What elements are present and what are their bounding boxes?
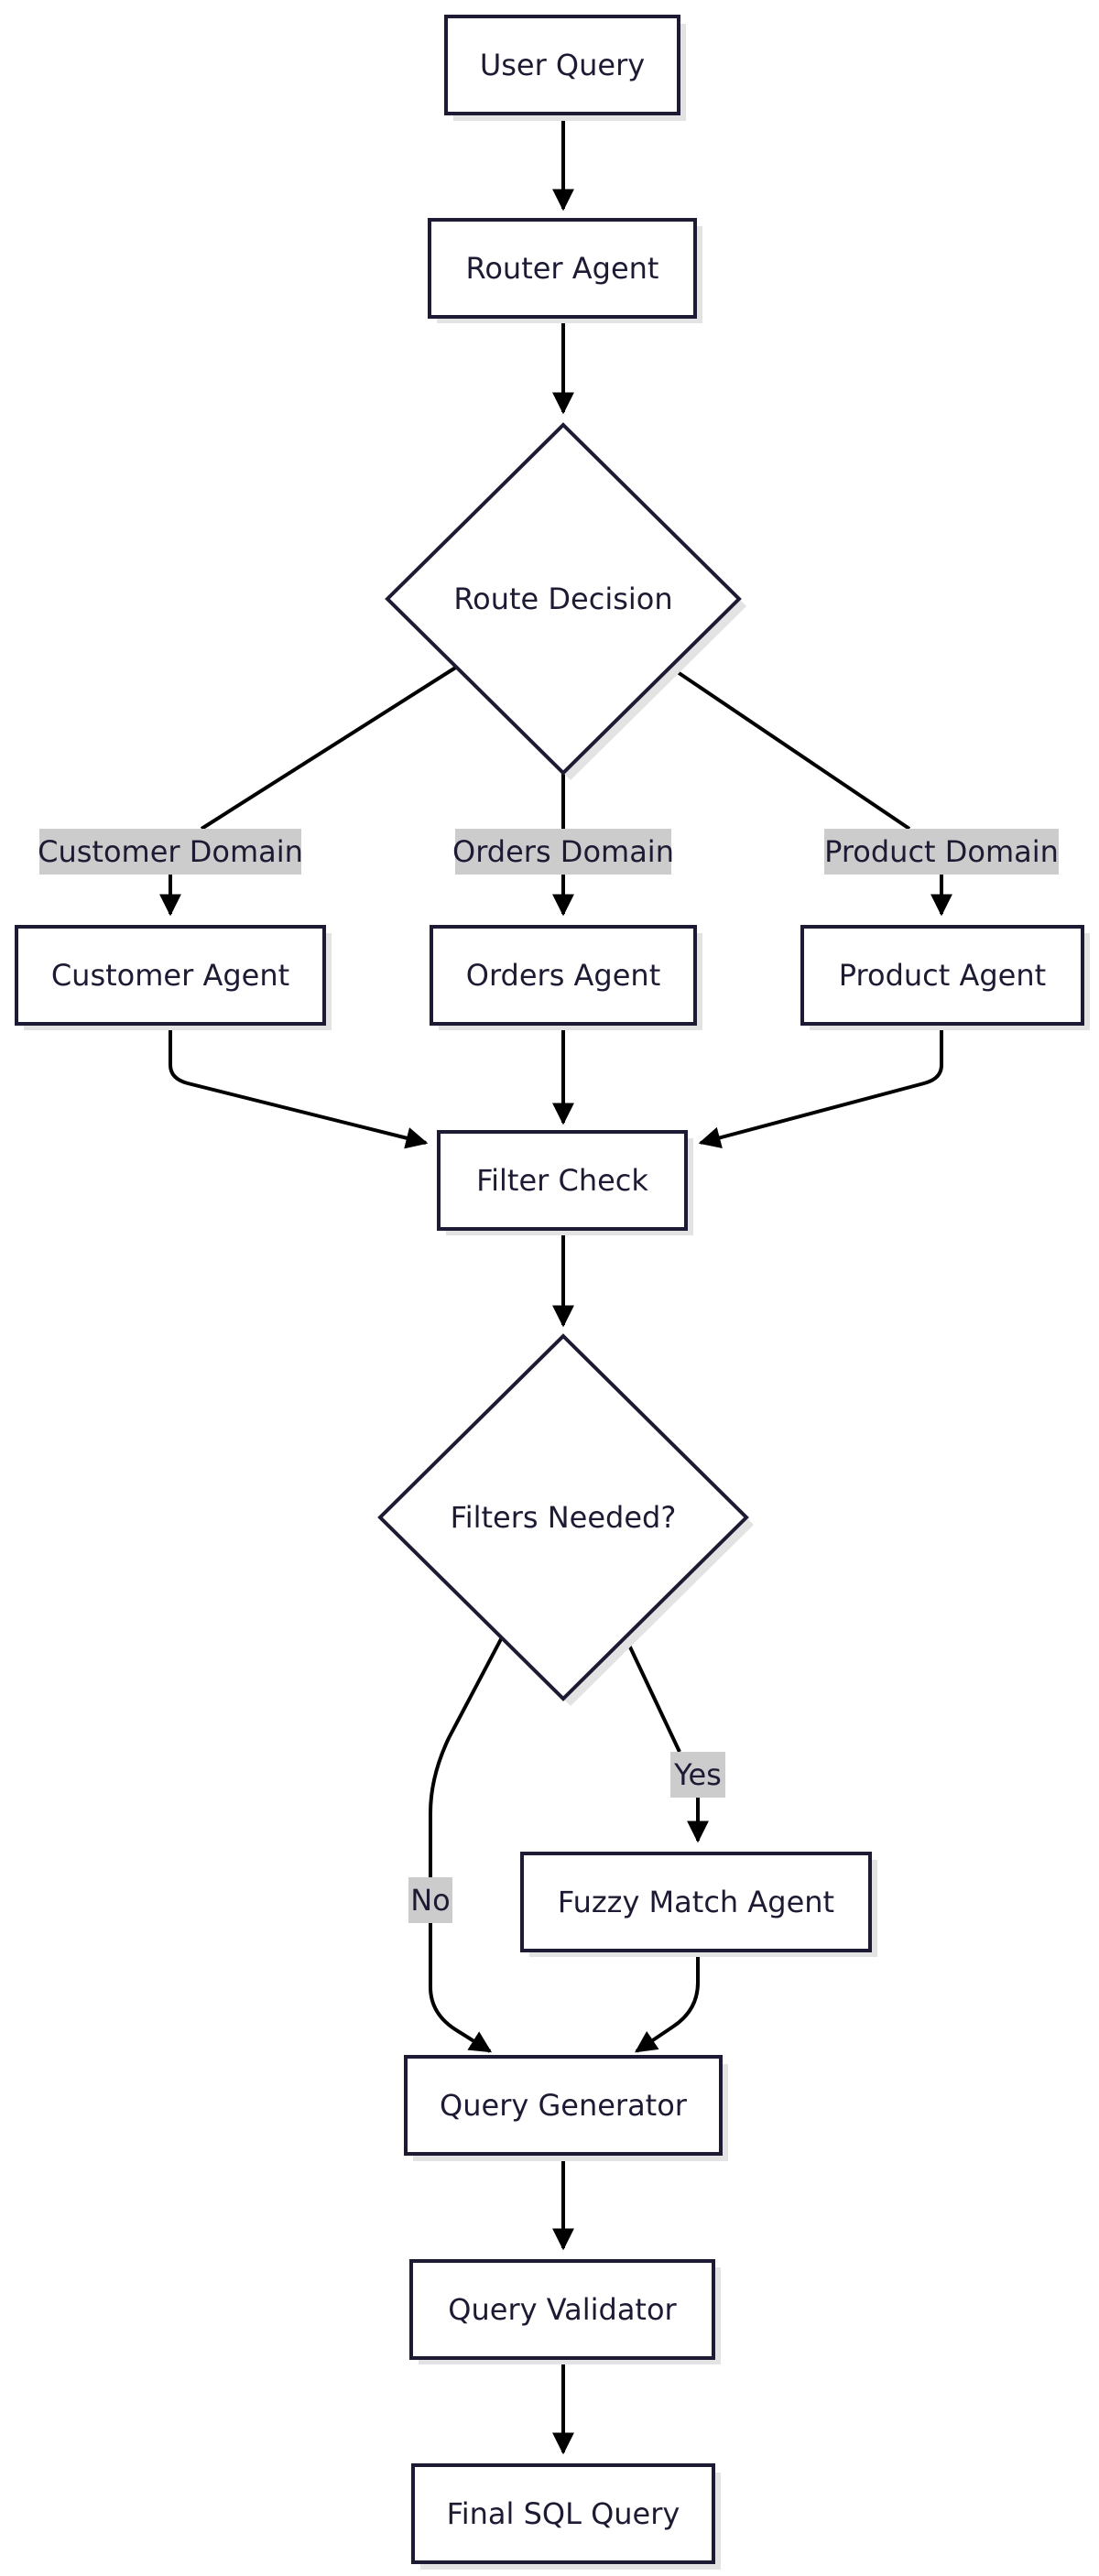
node-fuzzy-match-agent[interactable]: Fuzzy Match Agent: [520, 1852, 877, 1957]
node-fuzzy-match-agent-label: Fuzzy Match Agent: [558, 1885, 834, 1919]
edge-label-customer-domain: Customer Domain: [38, 829, 303, 875]
node-final-sql-query[interactable]: Final SQL Query: [411, 2463, 721, 2570]
node-query-validator[interactable]: Query Validator: [409, 2259, 721, 2364]
edge-filters-needed-to-yes: [624, 1636, 681, 1753]
node-customer-agent[interactable]: Customer Agent: [15, 925, 332, 1030]
node-filters-needed[interactable]: Filters Needed?: [377, 1333, 754, 1706]
svg-text:Orders Domain: Orders Domain: [452, 834, 674, 869]
svg-text:Customer Domain: Customer Domain: [38, 834, 303, 869]
edge-label-yes: Yes: [670, 1752, 725, 1798]
edge-no-to-query-generator: [429, 1923, 493, 2053]
node-filters-needed-label: Filters Needed?: [451, 1500, 677, 1535]
node-user-query[interactable]: User Query: [444, 15, 686, 121]
svg-text:No: No: [410, 1883, 451, 1918]
edge-label-orders-domain: Orders Domain: [452, 829, 674, 875]
node-query-validator-label: Query Validator: [448, 2292, 677, 2327]
node-router-agent-label: Router Agent: [466, 251, 659, 286]
edge-product-agent-to-filter-check: [698, 1024, 943, 1149]
nodes-layer: User Query Router Agent Route Decision C…: [15, 15, 1090, 2570]
node-route-decision[interactable]: Route Decision: [385, 422, 746, 780]
edge-labels-layer: Customer Domain Orders Domain Product Do…: [38, 829, 1059, 1923]
edge-fuzzy-match-agent-to-query-generator: [635, 1951, 700, 2053]
node-product-agent[interactable]: Product Agent: [800, 925, 1090, 1030]
edge-label-no: No: [408, 1877, 452, 1923]
node-route-decision-label: Route Decision: [453, 582, 672, 616]
node-filter-check-label: Filter Check: [476, 1163, 648, 1198]
edge-route-decision-to-customer-domain: [200, 665, 459, 831]
node-filter-check[interactable]: Filter Check: [437, 1130, 693, 1235]
svg-text:Yes: Yes: [673, 1757, 722, 1792]
node-product-agent-label: Product Agent: [839, 958, 1046, 993]
node-query-generator[interactable]: Query Generator: [404, 2055, 728, 2161]
node-query-generator-label: Query Generator: [440, 2088, 688, 2123]
edges-layer: [159, 115, 952, 2455]
node-orders-agent[interactable]: Orders Agent: [430, 925, 702, 1030]
node-final-sql-query-label: Final SQL Query: [447, 2496, 680, 2531]
edge-route-decision-to-product-domain: [668, 665, 911, 831]
svg-text:Product Domain: Product Domain: [824, 834, 1059, 869]
node-router-agent[interactable]: Router Agent: [428, 218, 702, 323]
node-user-query-label: User Query: [480, 48, 645, 82]
node-orders-agent-label: Orders Agent: [466, 958, 661, 993]
edge-customer-agent-to-filter-check: [169, 1024, 429, 1149]
edge-label-product-domain: Product Domain: [824, 829, 1059, 875]
node-customer-agent-label: Customer Agent: [51, 958, 289, 993]
edge-filters-needed-to-no: [429, 1636, 504, 1877]
